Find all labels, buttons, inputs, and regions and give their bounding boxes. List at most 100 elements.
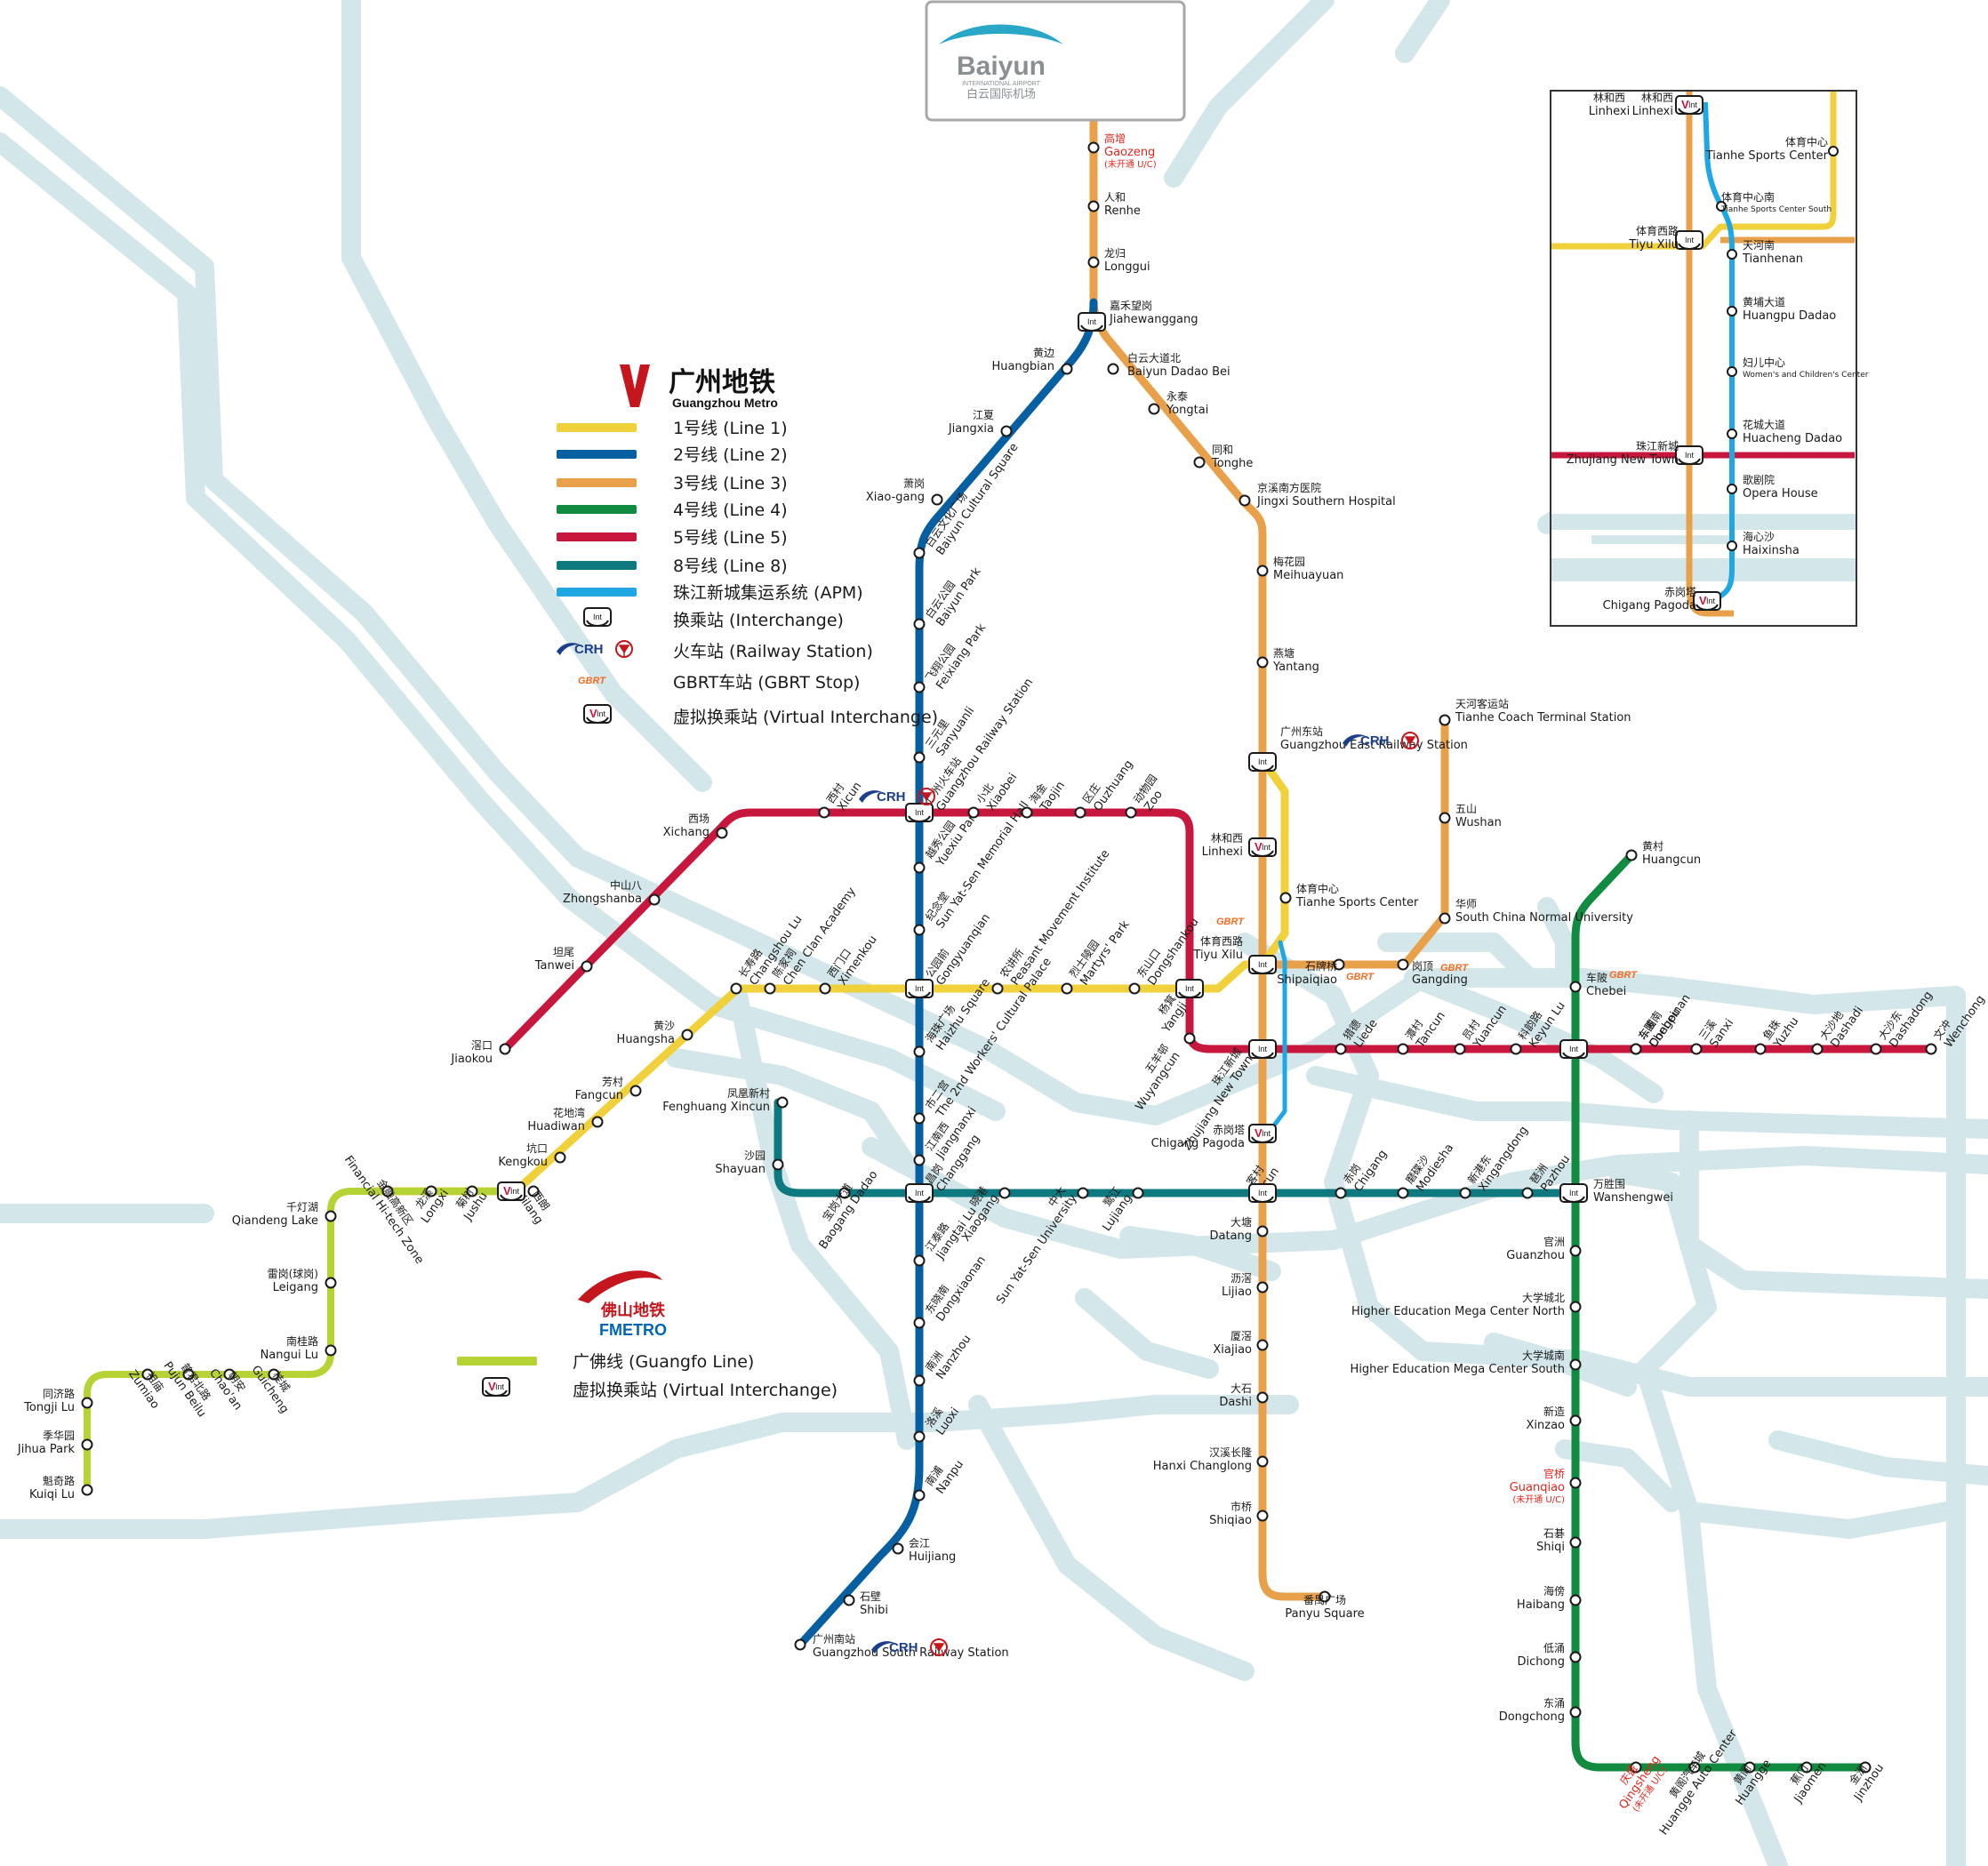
interchange-guangzhou-railway-station[interactable]: Int xyxy=(905,803,934,822)
station-dot[interactable] xyxy=(1256,1339,1269,1351)
station-dot[interactable] xyxy=(913,861,926,874)
station-dot[interactable] xyxy=(1333,958,1345,971)
station-dot[interactable] xyxy=(1727,249,1737,260)
station-dot[interactable] xyxy=(1569,1301,1582,1313)
interchange-zhujiang-new-town[interactable]: Int xyxy=(1248,1039,1277,1059)
station-dot[interactable] xyxy=(1811,1043,1824,1055)
station-dot[interactable] xyxy=(325,1277,337,1289)
station-dot[interactable] xyxy=(1925,1043,1937,1055)
station-dot[interactable] xyxy=(591,1116,604,1128)
station-dot[interactable] xyxy=(1256,656,1269,669)
station-dot[interactable] xyxy=(998,1187,1011,1199)
station-dot[interactable] xyxy=(818,806,830,819)
station-dot[interactable] xyxy=(1439,912,1451,925)
station-dot[interactable] xyxy=(1107,363,1119,375)
station-dot[interactable] xyxy=(913,618,926,630)
station-dot[interactable] xyxy=(1256,1225,1269,1237)
station-dot[interactable] xyxy=(527,1185,540,1197)
station-dot[interactable] xyxy=(1256,1455,1269,1468)
station-dot[interactable] xyxy=(913,1374,926,1387)
station-dot[interactable] xyxy=(1132,1187,1144,1199)
station-dot[interactable] xyxy=(1727,366,1737,377)
station-dot[interactable] xyxy=(1727,484,1737,494)
station-dot[interactable] xyxy=(1087,141,1100,154)
station-dot[interactable] xyxy=(325,1210,337,1222)
station-dot[interactable] xyxy=(141,1368,154,1381)
station-dot[interactable] xyxy=(1087,200,1100,212)
station-dot[interactable] xyxy=(913,547,926,559)
station-dot[interactable] xyxy=(1128,982,1141,995)
station-dot[interactable] xyxy=(764,982,776,995)
station-dot[interactable] xyxy=(629,1085,642,1097)
station-dot[interactable] xyxy=(1000,425,1013,437)
inset-interchange-icon[interactable]: Int xyxy=(1675,230,1703,250)
station-dot[interactable] xyxy=(81,1397,93,1409)
station-dot[interactable] xyxy=(223,1368,236,1381)
station-dot[interactable] xyxy=(913,681,926,693)
station-dot[interactable] xyxy=(1727,306,1737,316)
station-dot[interactable] xyxy=(931,493,943,506)
interchange-changgang[interactable]: Int xyxy=(905,1183,934,1203)
station-dot[interactable] xyxy=(1569,1651,1582,1663)
station-dot[interactable] xyxy=(967,806,980,819)
station-dot[interactable] xyxy=(325,1344,337,1357)
station-dot[interactable] xyxy=(1256,565,1269,577)
station-dot[interactable] xyxy=(1397,1187,1409,1199)
station-dot[interactable] xyxy=(1630,1761,1642,1774)
station-dot[interactable] xyxy=(843,1594,855,1606)
station-dot[interactable] xyxy=(913,1489,926,1502)
interchange-yangji[interactable]: Int xyxy=(1175,979,1204,998)
station-dot[interactable] xyxy=(182,1368,195,1381)
station-dot[interactable] xyxy=(1569,1414,1582,1427)
station-dot[interactable] xyxy=(913,1317,926,1329)
station-dot[interactable] xyxy=(1754,1043,1767,1055)
station-dot[interactable] xyxy=(1193,456,1206,469)
station-dot[interactable] xyxy=(425,1185,437,1197)
station-dot[interactable] xyxy=(1397,958,1409,971)
station-dot[interactable] xyxy=(1238,494,1251,507)
interchange-guangzhou-east[interactable]: Int xyxy=(1248,752,1277,772)
station-dot[interactable] xyxy=(1439,812,1451,824)
interchange-wanshengwei[interactable]: Int xyxy=(1559,1183,1588,1203)
station-dot[interactable] xyxy=(1569,981,1582,993)
station-dot[interactable] xyxy=(81,1438,93,1451)
station-dot[interactable] xyxy=(1061,982,1073,995)
